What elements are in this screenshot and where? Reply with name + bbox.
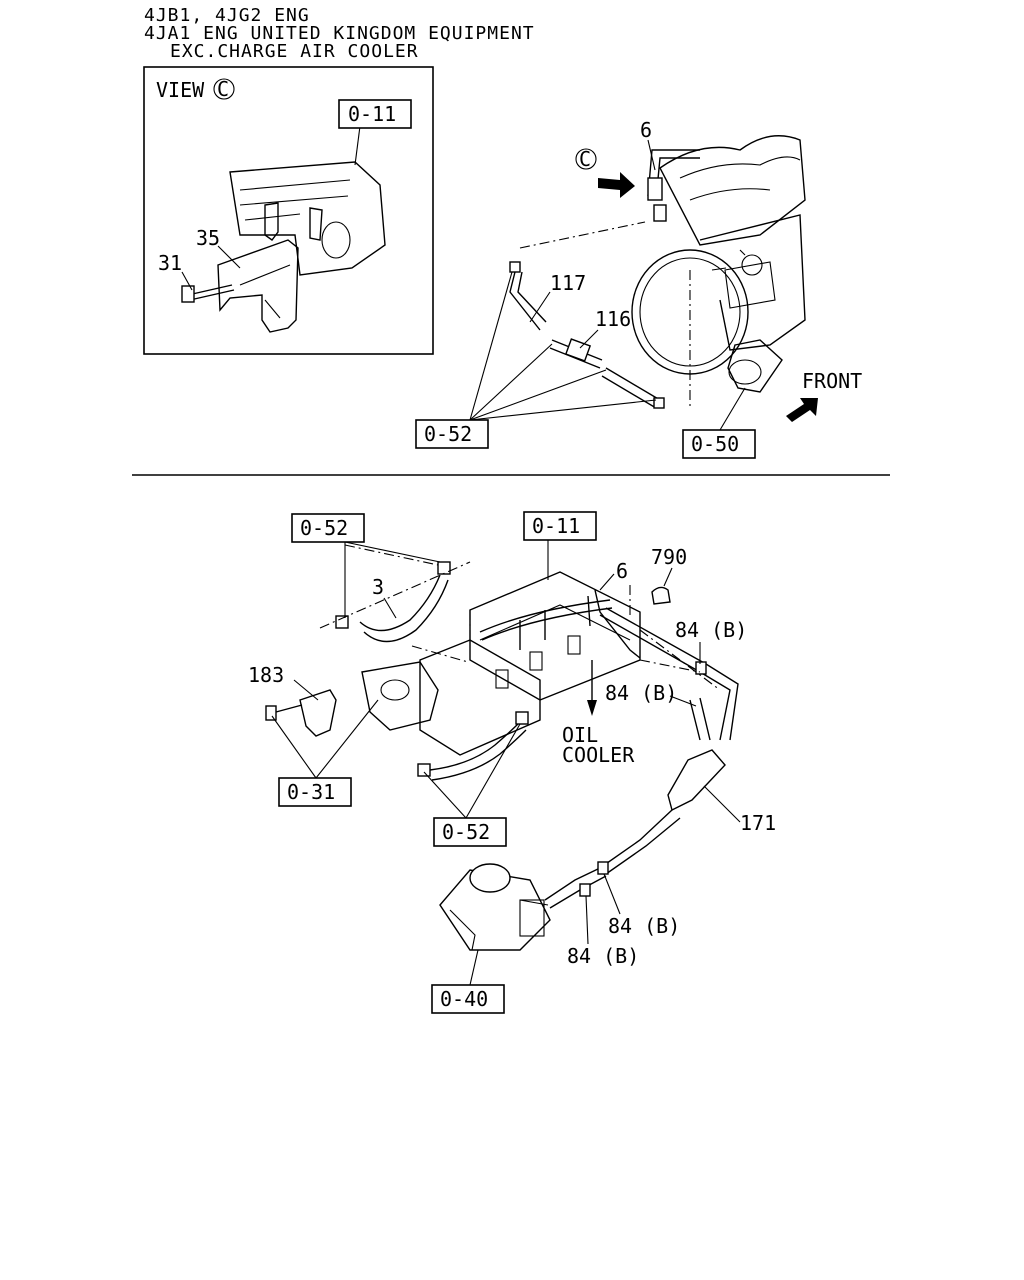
callout-84b-4: 84 (B) [567, 944, 639, 968]
view-c-arrow-icon: C [575, 147, 635, 198]
leader-84b-3 [603, 873, 621, 915]
leader-116 [579, 329, 599, 349]
callout-117: 117 [550, 271, 586, 295]
oil-cooler-label-1: OIL [562, 723, 598, 747]
leader-31 [181, 271, 193, 291]
callout-790: 790 [651, 545, 687, 569]
leader-050 [719, 387, 746, 431]
leaders-052-lower [423, 723, 521, 819]
leader-view-ref [354, 125, 361, 166]
ref-box-011-bottom: 0-11 [523, 511, 597, 541]
ref-box-031: 0-31 [278, 777, 352, 807]
front-label: FRONT [802, 369, 862, 393]
oil-cooler-label-2: COOLER [562, 743, 635, 767]
header-line-2: 4JA1 ENG UNITED KINGDOM EQUIPMENT [144, 23, 535, 44]
leader-35 [217, 245, 241, 269]
hose-3 [335, 561, 451, 643]
callout-3: 3 [372, 575, 384, 599]
callout-84b-3: 84 (B) [608, 914, 680, 938]
guide-line-1 [519, 221, 646, 249]
front-arrow-icon [786, 398, 818, 422]
svg-text:0-11: 0-11 [532, 514, 580, 538]
leader-6-bottom [599, 573, 615, 591]
oil-cooler-arrow-icon [587, 660, 597, 716]
view-c-cylinder-head-drawing [181, 161, 386, 333]
svg-text:0-52: 0-52 [300, 516, 348, 540]
svg-text:0-40: 0-40 [440, 987, 488, 1011]
svg-text:0-52: 0-52 [424, 422, 472, 446]
leader-117 [529, 291, 551, 323]
callout-84b-2: 84 (B) [605, 681, 677, 705]
ref-box-052-top: 0-52 [415, 419, 489, 449]
header-line-3: EXC.CHARGE AIR COOLER [170, 41, 419, 62]
leader-84b-2 [669, 695, 697, 707]
leaders-052-upper [344, 541, 441, 618]
leader-84b-4 [585, 895, 589, 945]
view-c-circle-icon: C [213, 77, 235, 101]
thermostat-housing [265, 661, 439, 737]
view-c-frame [143, 66, 434, 355]
leader-6-top [647, 139, 656, 171]
leader-040 [469, 949, 479, 986]
leader-171 [703, 785, 741, 823]
callout-171: 171 [740, 811, 776, 835]
svg-text:0-50: 0-50 [691, 432, 739, 456]
ref-box-040: 0-40 [431, 984, 505, 1014]
callout-31: 31 [158, 251, 182, 275]
leader-790 [663, 567, 673, 587]
heater-pipe-171 [544, 607, 739, 909]
connector-116 [549, 338, 603, 369]
header-line-1: 4JB1, 4JG2 ENG [144, 5, 310, 26]
hose-lower [417, 711, 529, 781]
ref-box-view: 0-11 [338, 99, 412, 129]
svg-text:C: C [217, 77, 229, 101]
hose-117 [509, 261, 547, 331]
heater-unit [439, 863, 551, 951]
leaders-031 [271, 699, 379, 779]
ref-box-052-upper: 0-52 [291, 513, 365, 543]
engine-drawing [631, 135, 806, 393]
ref-box-050: 0-50 [682, 429, 756, 459]
pipe-to-pump [601, 367, 665, 409]
callout-116: 116 [595, 307, 631, 331]
bottom-cylinder-head-drawing [419, 571, 641, 756]
leaders-052-top [469, 271, 657, 421]
svg-text:0-11: 0-11 [348, 102, 396, 126]
callout-6-bottom: 6 [616, 559, 628, 583]
svg-text:C: C [579, 147, 591, 171]
callout-35: 35 [196, 226, 220, 250]
leader-3 [383, 597, 397, 619]
view-c-label: VIEW [156, 78, 205, 102]
callout-6-top: 6 [640, 118, 652, 142]
cap-790 [651, 586, 671, 605]
svg-text:0-52: 0-52 [442, 820, 490, 844]
leader-183 [293, 679, 319, 701]
callout-84b-1: 84 (B) [675, 618, 747, 642]
svg-text:0-31: 0-31 [287, 780, 335, 804]
ref-box-052-lower: 0-52 [433, 817, 507, 847]
callout-183: 183 [248, 663, 284, 687]
